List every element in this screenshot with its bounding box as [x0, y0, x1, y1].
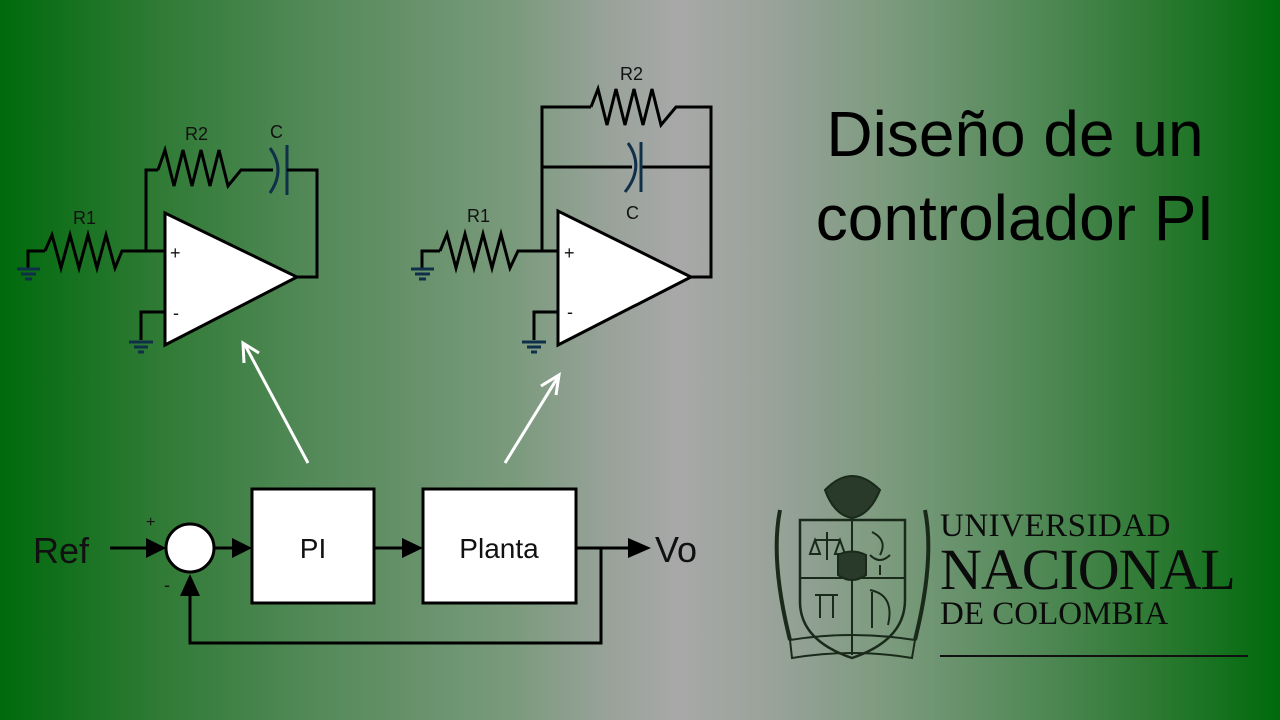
arrowhead-icon	[180, 574, 200, 596]
title-line-2: controlador PI	[815, 182, 1215, 254]
pointer-arrow-right	[503, 372, 561, 464]
label-c: C	[270, 122, 283, 142]
pi-block-label: PI	[300, 533, 326, 564]
label-r1: R1	[467, 206, 490, 226]
summing-junction	[164, 522, 216, 574]
ref-label: Ref	[33, 530, 90, 571]
resistor-r2	[589, 84, 713, 279]
arrowhead-icon	[146, 538, 166, 558]
ground-icon	[522, 310, 558, 354]
label-r1: R1	[73, 208, 96, 228]
pi-block	[250, 487, 376, 605]
circuit-right: R1 R2 C + -	[411, 64, 713, 354]
sum-plus: +	[146, 514, 155, 531]
sum-minus: -	[164, 575, 170, 595]
plant-block	[421, 487, 578, 605]
opamp-minus: -	[173, 303, 179, 323]
ground-icon	[17, 249, 45, 281]
ground-icon	[411, 249, 440, 281]
opamp-minus: -	[567, 302, 573, 322]
opamp-plus: +	[564, 243, 575, 263]
opamp-plus: +	[170, 243, 181, 263]
university-crest-icon	[774, 475, 931, 660]
label-r2: R2	[185, 124, 208, 144]
vo-label: Vo	[655, 529, 697, 570]
capacitor-c	[623, 142, 643, 193]
wordmark-underline	[940, 655, 1248, 657]
resistor-r1	[438, 228, 558, 274]
slide-title: Diseño de un controlador PI	[780, 92, 1250, 260]
opamp	[163, 210, 301, 348]
circuit-left: R1 R2 C + -	[17, 122, 319, 354]
resistor-r2	[156, 144, 273, 190]
wordmark-line-3: DE COLOMBIA	[940, 596, 1169, 632]
opamp	[556, 208, 695, 348]
wordmark-line-1: UNIVERSIDAD	[940, 508, 1171, 544]
arrowhead-icon	[232, 538, 252, 558]
feedback-path	[188, 548, 603, 645]
ground-icon	[129, 310, 165, 354]
university-wordmark: UNIVERSIDAD NACIONAL DE COLOMBIA	[940, 508, 1236, 632]
block-diagram: Ref + - PI Planta Vo	[33, 487, 697, 645]
wordmark-line-2: NACIONAL	[940, 537, 1236, 602]
resistor-r1	[43, 229, 146, 274]
arrowhead-icon	[402, 538, 423, 558]
title-line-1: Diseño de un	[826, 98, 1204, 170]
pointer-arrow-left	[241, 340, 310, 464]
label-r2: R2	[620, 64, 643, 84]
plant-block-label: Planta	[459, 533, 539, 564]
arrowhead-icon	[628, 538, 651, 558]
label-c: C	[626, 203, 639, 223]
